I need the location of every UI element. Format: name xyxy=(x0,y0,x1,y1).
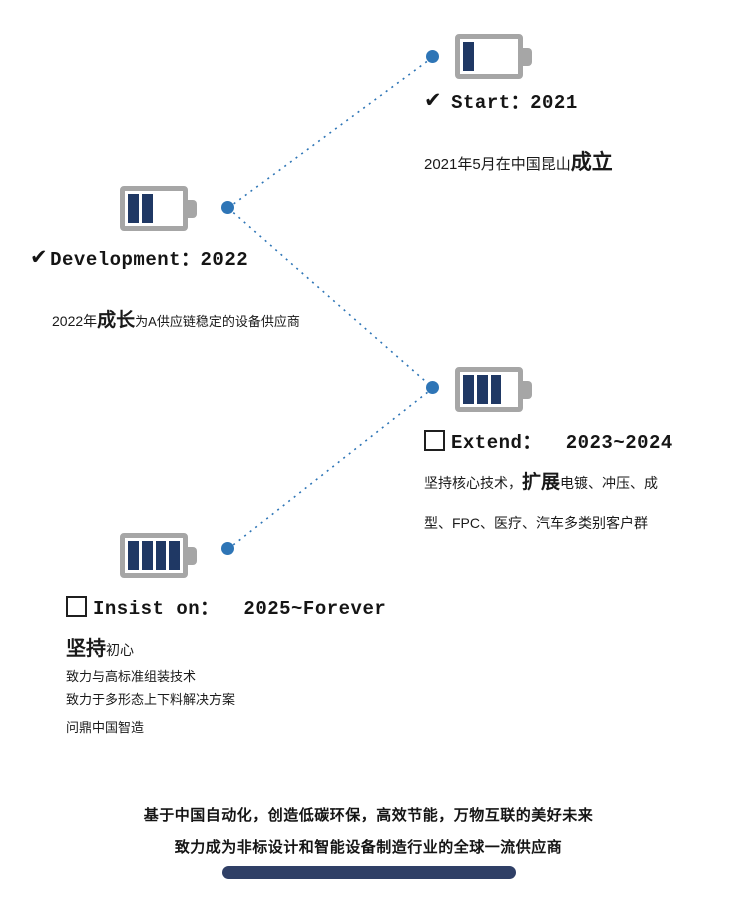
checkbox-icon xyxy=(424,430,445,451)
milestone-label-start: Start：2021 xyxy=(451,92,578,114)
battery-cell xyxy=(128,194,139,223)
battery-cell xyxy=(169,194,180,223)
battery-terminal xyxy=(188,199,197,218)
battery-cell xyxy=(169,541,180,570)
battery-cell xyxy=(490,375,502,404)
node-dot-start xyxy=(426,50,439,63)
milestone-title-start: ✔ Start：2021 xyxy=(424,87,578,115)
headline-emphasis: 坚持 xyxy=(66,638,106,660)
battery-terminal xyxy=(523,47,532,66)
milestone-title-development: ✔ Development：2022 xyxy=(30,244,249,272)
battery-cell xyxy=(141,541,153,570)
desc-emphasis: 成立 xyxy=(570,151,613,174)
headline-normal: 初心 xyxy=(106,642,134,658)
node-dot-insist xyxy=(221,542,234,555)
battery-cell xyxy=(476,375,488,404)
desc-text-suffix: 为A供应链稳定的设备供应商 xyxy=(135,314,300,329)
battery-icon-level-4 xyxy=(120,533,197,578)
desc-emphasis: 扩展 xyxy=(522,472,561,493)
battery-cell xyxy=(156,194,167,223)
footer-line-1: 基于中国自动化，创造低碳环保，高效节能，万物互联的美好未来 xyxy=(143,807,594,824)
battery-cell xyxy=(504,375,515,404)
detail-line: 问鼎中国智造 xyxy=(66,720,145,735)
connector-line-2022-2023 xyxy=(227,207,434,389)
milestone-desc-development: 2022年成长为A供应链稳定的设备供应商 xyxy=(52,305,300,332)
battery-body xyxy=(455,367,523,412)
node-dot-development xyxy=(221,201,234,214)
battery-body xyxy=(455,34,523,79)
desc-emphasis: 成长 xyxy=(97,310,136,331)
footer-line-2: 致力成为非标设计和智能设备制造行业的全球一流供应商 xyxy=(174,839,563,856)
battery-cell xyxy=(477,42,488,71)
battery-terminal xyxy=(188,546,197,565)
check-icon: ✔ xyxy=(424,88,443,112)
desc-text: 2021年5月在中国昆山 xyxy=(424,156,571,173)
desc-text-suffix: 电镀、冲压、成型、FPC、医疗、汽车多类别客户群 xyxy=(424,475,659,531)
desc-text: 坚持核心技术， xyxy=(424,475,522,491)
connector-line-2023-2025 xyxy=(227,387,434,550)
battery-icon-level-1 xyxy=(455,34,532,79)
insist-headline: 坚持初心 xyxy=(66,632,134,661)
milestone-desc-start: 2021年5月在中国昆山成立 xyxy=(424,146,613,176)
detail-line: 致力于多形态上下料解决方案 xyxy=(66,692,236,707)
node-dot-extend xyxy=(426,381,439,394)
battery-cell xyxy=(463,42,474,71)
milestone-desc-extend: 坚持核心技术，扩展电镀、冲压、成型、FPC、医疗、汽车多类别客户群 xyxy=(424,463,668,543)
milestone-label-insist: Insist on： 2025~Forever xyxy=(93,598,387,620)
battery-cell xyxy=(491,42,502,71)
battery-body xyxy=(120,186,188,231)
battery-cell xyxy=(504,42,515,71)
desc-text: 2022年 xyxy=(52,313,98,329)
milestone-title-extend: Extend： 2023~2024 xyxy=(424,427,673,454)
milestone-title-insist: Insist on： 2025~Forever xyxy=(66,593,386,620)
battery-cell xyxy=(155,541,167,570)
footer-accent-bar xyxy=(222,866,516,879)
milestone-label-extend: Extend： 2023~2024 xyxy=(451,432,673,454)
checkbox-icon xyxy=(66,596,87,617)
connector-line-2022-2021 xyxy=(227,56,434,209)
battery-icon-level-3 xyxy=(455,367,532,412)
battery-cell xyxy=(463,375,474,404)
battery-cell xyxy=(141,194,153,223)
check-icon: ✔ xyxy=(30,245,49,269)
battery-terminal xyxy=(523,380,532,399)
milestone-label-development: Development：2022 xyxy=(50,249,249,271)
battery-icon-level-2 xyxy=(120,186,197,231)
insist-details: 致力与高标准组装技术 致力于多形态上下料解决方案 问鼎中国智造 xyxy=(66,665,235,739)
battery-cell xyxy=(128,541,139,570)
battery-body xyxy=(120,533,188,578)
detail-line: 致力与高标准组装技术 xyxy=(66,669,197,684)
